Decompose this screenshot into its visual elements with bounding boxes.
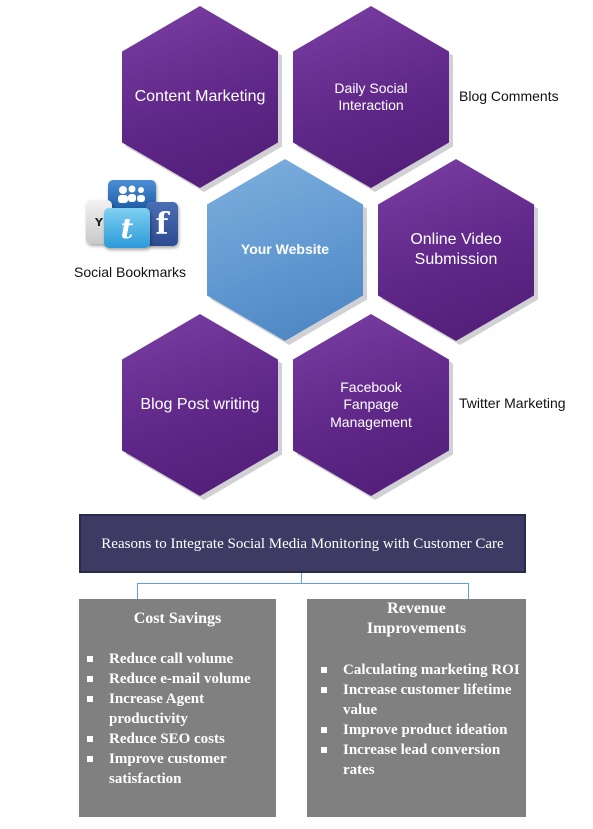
- panel-cost-savings: Cost Savings Reduce call volume Reduce e…: [79, 599, 276, 817]
- twitter-icon: t: [104, 208, 150, 248]
- list-item: Improve customer satisfaction: [79, 749, 276, 789]
- list-item: Reduce SEO costs: [79, 729, 276, 749]
- list-item: Improve product ideation: [307, 720, 526, 740]
- list-item: Increase Agent productivity: [79, 689, 276, 729]
- hex-label: Blog Post writing: [140, 396, 260, 413]
- hex-blog-post-writing: Blog Post writing: [122, 314, 278, 496]
- hex-label: Online Video Submission: [410, 231, 502, 268]
- connector-branch: [137, 583, 469, 600]
- label-blog-comments: Blog Comments: [459, 88, 559, 104]
- hex-label: Your Website: [240, 241, 330, 258]
- facebook-icon: f: [146, 202, 178, 246]
- hex-label: Facebook Fanpage Management: [330, 378, 412, 430]
- reasons-header: Reasons to Integrate Social Media Monito…: [79, 514, 526, 573]
- hex-label: Daily Social Interaction: [334, 79, 408, 114]
- list-item: Increase lead conversion rates: [307, 740, 526, 780]
- revenue-improvements-list: Calculating marketing ROI Increase custo…: [307, 660, 526, 780]
- list-item: Increase customer lifetime value: [307, 680, 526, 720]
- cost-savings-list: Reduce call volume Reduce e-mail volume …: [79, 649, 276, 789]
- label-social-bookmarks: Social Bookmarks: [74, 264, 187, 280]
- panel-title: Cost Savings: [133, 610, 222, 627]
- list-item: Calculating marketing ROI: [307, 660, 526, 680]
- list-item: Reduce call volume: [79, 649, 276, 669]
- label-twitter-marketing: Twitter Marketing: [459, 395, 566, 411]
- social-icons-cluster: Y f t: [86, 180, 186, 250]
- connector-vertical: [301, 573, 302, 583]
- hex-facebook-fanpage-management: Facebook Fanpage Management: [293, 314, 449, 496]
- list-item: Reduce e-mail volume: [79, 669, 276, 689]
- panel-title: Revenue Improvements: [366, 600, 467, 637]
- reasons-title: Reasons to Integrate Social Media Monito…: [101, 535, 504, 552]
- panel-revenue-improvements: Revenue Improvements Calculating marketi…: [307, 599, 526, 817]
- hex-label: Content Marketing: [134, 88, 266, 105]
